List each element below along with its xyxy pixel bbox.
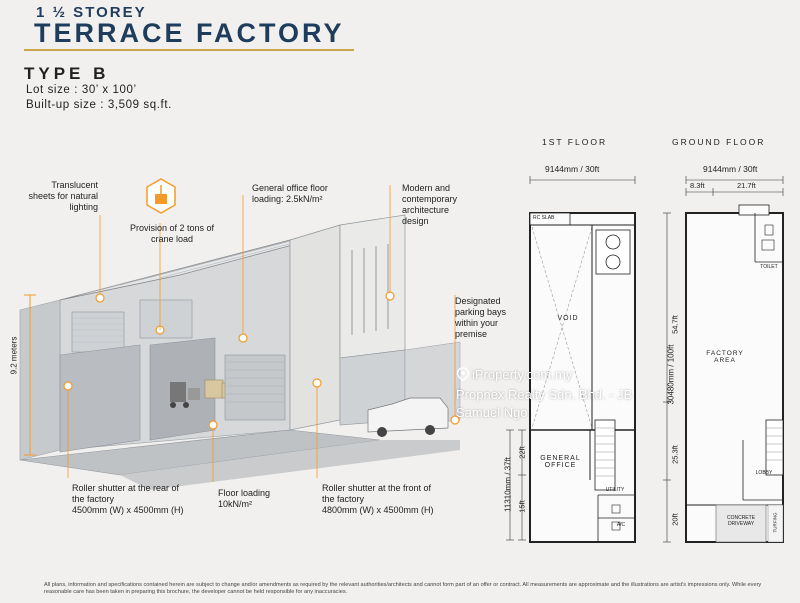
watermark-agency: Propnex Realty Sdn. Bhd. - JB (456, 387, 633, 402)
crane-hook-icon (146, 178, 176, 214)
ground-seg-253: 25.3ft (670, 445, 680, 464)
feature-translucent-2: sheets for natural (28, 191, 98, 201)
rc-slab-label: RC SLAB (533, 215, 555, 221)
title-rule (24, 49, 354, 51)
driveway-label-2: DRIVEWAY (727, 521, 755, 527)
feature-front-shutter-3: 4800mm (W) x 4500mm (H) (322, 505, 434, 515)
location-pin-icon (456, 367, 470, 381)
first-seg-22: 22ft (517, 446, 527, 459)
factory-label-1: FACTORY (706, 350, 744, 357)
feature-parking-1: Designated (455, 296, 501, 306)
feature-modern-3: architecture (402, 205, 450, 215)
feature-parking-4: premise (455, 329, 488, 339)
ground-left-width: 8.3ft (690, 181, 705, 190)
feature-front-shutter-2: the factory (322, 494, 365, 504)
first-floor-title: 1ST FLOOR (542, 137, 608, 147)
ac-label: A/C (616, 522, 626, 528)
ground-seg-20: 20ft (670, 513, 680, 526)
feature-translucent-1: Translucent (51, 180, 98, 190)
ground-floor-depth: 30480mm / 100ft (666, 344, 676, 405)
ground-floor-title: GROUND FLOOR (672, 137, 766, 147)
void-label: VOID (557, 315, 579, 322)
lot-size: Lot size : 30’ x 100’ (26, 84, 137, 96)
feature-translucent-3: lighting (69, 202, 98, 212)
toilet-label: TOILET (760, 264, 778, 270)
feature-floor-loading-1: Floor loading (218, 488, 271, 498)
feature-office-loading-1: General office floor (252, 183, 328, 193)
turfing-label: TURFING (772, 512, 778, 533)
factory-label-2: AREA (714, 357, 736, 364)
feature-floor-loading-2: 10kN/m² (218, 499, 253, 509)
driveway-label-1: CONCRETE (726, 515, 756, 521)
ground-seg-547: 54.7ft (670, 315, 680, 334)
feature-office-loading-2: loading: 2.5kN/m² (252, 194, 323, 204)
type-label: TYPE B (24, 64, 110, 83)
built-up-size: Built-up size : 3,509 sq.ft. (26, 99, 172, 111)
feature-crane-2: crane load (150, 234, 194, 244)
feature-rear-shutter-2: the factory (72, 494, 115, 504)
office-label-2: OFFICE (544, 462, 577, 469)
feature-rear-shutter-3: 4500mm (W) x 4500mm (H) (72, 505, 184, 515)
first-seg-15: 15ft (517, 500, 527, 513)
feature-rear-shutter-1: Roller shutter at the rear of (72, 483, 180, 493)
office-label-1: GENERAL (540, 455, 581, 462)
ground-floor-width: 9144mm / 30ft (703, 164, 758, 174)
feature-crane-1: Provision of 2 tons of (129, 223, 215, 233)
first-floor-depth: 11310mm / 37ft (503, 457, 513, 512)
page-title: TERRACE FACTORY (34, 18, 345, 48)
utility-label: UTILITY (605, 487, 625, 493)
feature-parking-3: within your (455, 318, 499, 328)
storey-label: 1 ½ STOREY (36, 4, 147, 21)
lobby-label: LOBBY (755, 470, 773, 476)
watermark-agent: Samuel Ngo (456, 405, 528, 420)
ground-right-width: 21.7ft (737, 181, 756, 190)
first-floor-width: 9144mm / 30ft (545, 164, 600, 174)
feature-front-shutter-1: Roller shutter at the front of (322, 483, 432, 493)
watermark-brand: iProperty.com.my (472, 367, 573, 382)
feature-modern-1: Modern and (402, 183, 451, 193)
feature-modern-4: design (402, 216, 429, 226)
disclaimer: All plans, information and specification… (44, 582, 762, 595)
feature-parking-2: parking bays (455, 307, 507, 317)
feature-modern-2: contemporary (402, 194, 458, 204)
